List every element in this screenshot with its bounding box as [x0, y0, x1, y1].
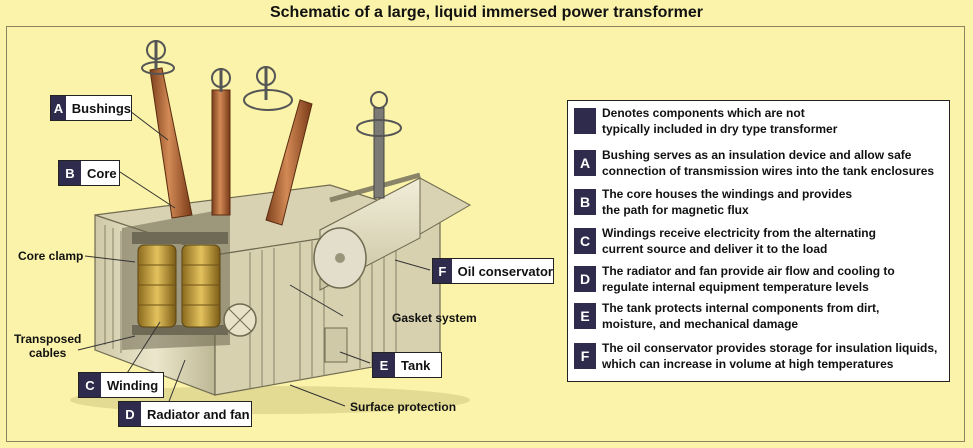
- legend-item-b: B The core houses the windings and provi…: [574, 186, 852, 218]
- badge-f: F: [433, 259, 452, 283]
- legend-note-line2: typically included in dry type transform…: [602, 122, 838, 136]
- label-bushings: A Bushings: [50, 95, 132, 121]
- label-core-text: Core: [87, 165, 117, 181]
- label-bushings-text: Bushings: [71, 100, 131, 116]
- legend-b-line1: The core houses the windings and provide…: [602, 187, 853, 201]
- legend-badge-a: A: [574, 150, 596, 176]
- page-title: Schematic of a large, liquid immersed po…: [269, 4, 703, 21]
- label-oil-conservator-text: Oil conservator: [457, 263, 553, 279]
- label-core: B Core: [58, 160, 120, 186]
- legend-c-line2: current source and deliver it to the loa…: [602, 242, 828, 256]
- control-cabinet: [324, 327, 348, 363]
- legend-d-line2: regulate internal equipment temperature …: [602, 280, 869, 294]
- radiator-fins: [104, 225, 397, 388]
- legend-item-d: D The radiator and fan provide air flow …: [574, 263, 895, 295]
- label-radiator-text: Radiator and fan: [147, 406, 250, 422]
- legend-f-line2: which can increase in volume at high tem…: [602, 357, 894, 371]
- label-transposed-2: cables: [29, 346, 67, 360]
- leader-lines: [77, 110, 431, 407]
- legend-f-line1: The oil conservator provides storage for…: [602, 341, 938, 355]
- label-winding: C Winding: [78, 372, 164, 398]
- label-winding-text: Winding: [107, 377, 159, 393]
- legend-item-a: A Bushing serves as an insulation device…: [574, 147, 934, 179]
- core-frame: [132, 232, 228, 244]
- badge-a: A: [51, 96, 66, 120]
- legend-note-swatch: [574, 108, 596, 134]
- legend-d-line1: The radiator and fan provide air flow an…: [602, 264, 895, 278]
- legend-badge-d: D: [574, 266, 596, 292]
- legend-item-e: E The tank protects internal components …: [574, 300, 879, 332]
- badge-b: B: [59, 161, 81, 185]
- windings: [137, 244, 221, 328]
- bushing-1: [141, 40, 193, 219]
- legend-b-line2: the path for magnetic flux: [602, 203, 749, 217]
- legend-badge-c: C: [574, 228, 596, 254]
- bushing-3: [243, 66, 313, 226]
- legend-item-c: C Windings receive electricity from the …: [574, 225, 876, 257]
- legend-badge-e: E: [574, 303, 596, 329]
- legend-a-line2: connection of transmission wires into th…: [602, 164, 935, 178]
- legend-c-line1: Windings receive electricity from the al…: [602, 226, 876, 240]
- legend-a-line1: Bushing serves as an insulation device a…: [602, 148, 912, 162]
- legend-note-line1: Denotes components which are not: [602, 106, 805, 120]
- legend-badge-b: B: [574, 189, 596, 215]
- badge-e: E: [373, 353, 395, 377]
- label-radiator: D Radiator and fan: [118, 401, 252, 427]
- legend-e-line2: moisture, and mechanical damage: [602, 317, 799, 331]
- bushing-4: [356, 91, 402, 199]
- badge-c: C: [79, 373, 101, 397]
- label-core-clamp: Core clamp: [18, 249, 84, 263]
- diagram-frame: [6, 26, 965, 442]
- legend-e-line1: The tank protects internal components fr…: [602, 301, 880, 315]
- label-tank-text: Tank: [401, 357, 431, 373]
- legend-box: Denotes components which are not typical…: [567, 100, 950, 382]
- conservator-tank: [313, 177, 472, 291]
- badge-d: D: [119, 402, 141, 426]
- label-gasket-system: Gasket system: [392, 311, 477, 325]
- legend-note: Denotes components which are not typical…: [574, 105, 837, 137]
- bushing-2: [211, 68, 231, 216]
- label-oil-conservator: F Oil conservator: [432, 258, 554, 284]
- label-surface-protection: Surface protection: [350, 400, 457, 414]
- legend-item-f: F The oil conservator provides storage f…: [574, 340, 937, 372]
- label-transposed-1: Transposed: [14, 332, 82, 346]
- legend-badge-f: F: [574, 343, 596, 369]
- label-tank: E Tank: [372, 352, 442, 378]
